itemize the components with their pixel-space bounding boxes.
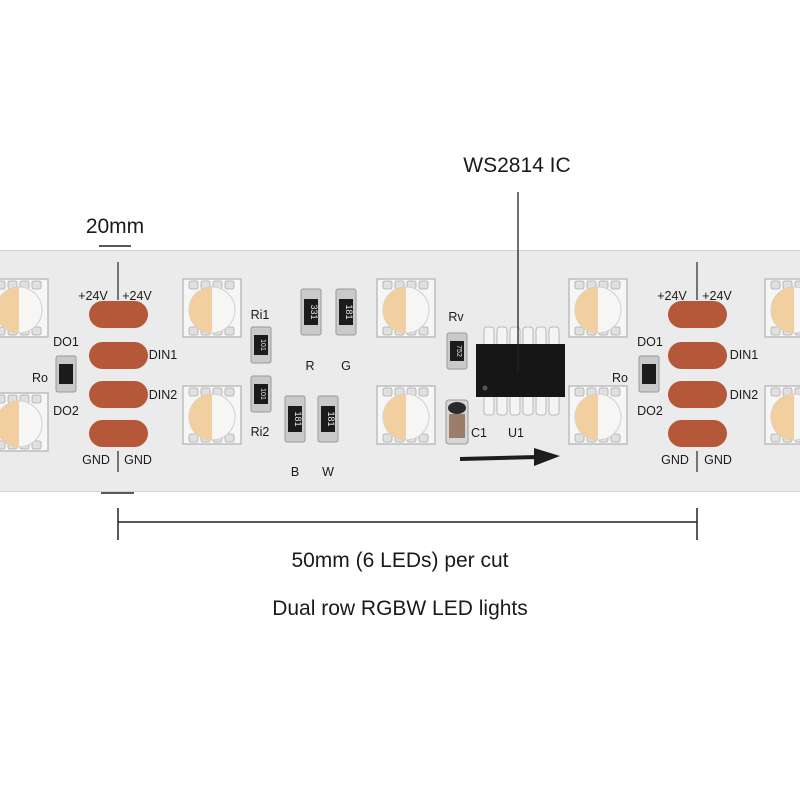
label-b: B [291, 465, 299, 479]
label-plus24-right: +24V [657, 289, 687, 303]
label-do1-left: DO1 [53, 335, 79, 349]
pad-width-label: 20mm [86, 215, 144, 238]
label-w: W [322, 465, 334, 479]
cut-length-dimension [117, 508, 698, 540]
ic-callout-label: WS2814 IC [463, 154, 570, 177]
label-rv: Rv [448, 310, 464, 324]
pad-din1-right [668, 342, 727, 369]
pad-24v-right [668, 301, 727, 328]
pad-din2-right [668, 381, 727, 408]
led-right-bottom [764, 385, 800, 445]
label-din2-right: DIN2 [730, 388, 759, 402]
label-gnd-left: GND [82, 453, 110, 467]
code-g: 181 [344, 304, 354, 319]
code-ri2: 101 [259, 388, 266, 400]
data-direction-arrow [459, 448, 560, 466]
label-ro-left: Ro [32, 371, 48, 385]
pad-din2-left [89, 381, 148, 408]
led-left-bottom [0, 392, 49, 452]
label-gnd-right-b: GND [704, 453, 732, 467]
code-r: 331 [309, 304, 319, 319]
code-b: 181 [293, 411, 303, 426]
label-ro-right: Ro [612, 371, 628, 385]
led-2-bottom [376, 385, 436, 445]
capacitor-c1 [445, 399, 469, 445]
label-din2-left: DIN2 [149, 388, 178, 402]
label-plus24-right-b: +24V [702, 289, 732, 303]
led-3-bottom [568, 385, 628, 445]
pad-24v-left [89, 301, 148, 328]
label-gnd-left-b: GND [124, 453, 152, 467]
led-1-bottom [182, 385, 242, 445]
label-din1-right: DIN1 [730, 348, 759, 362]
label-c1: C1 [471, 426, 487, 440]
code-ri1: 101 [259, 339, 266, 351]
code-w: 181 [326, 411, 336, 426]
label-u1: U1 [508, 426, 524, 440]
description-label: Dual row RGBW LED lights [272, 597, 528, 620]
led-2-top [376, 278, 436, 338]
led-left-top [0, 278, 49, 338]
cut-length-label: 50mm (6 LEDs) per cut [291, 549, 509, 572]
pad-gnd-left [89, 420, 148, 447]
label-g: G [341, 359, 351, 373]
label-do2-left: DO2 [53, 404, 79, 418]
pad-din1-left [89, 342, 148, 369]
label-plus24-left: +24V [78, 289, 108, 303]
label-do1-right: DO1 [637, 335, 663, 349]
pad-gnd-right [668, 420, 727, 447]
ws2814-ic [476, 326, 565, 416]
label-ri1: Ri1 [251, 308, 270, 322]
led-1-top [182, 278, 242, 338]
led-3-top [568, 278, 628, 338]
resistor-ro-right [638, 355, 660, 393]
label-din1-left: DIN1 [149, 348, 178, 362]
code-rv: 752 [455, 345, 462, 357]
label-ri2: Ri2 [251, 425, 270, 439]
led-right-top [764, 278, 800, 338]
label-gnd-right: GND [661, 453, 689, 467]
resistor-ro-left [55, 355, 77, 393]
label-plus24-left-b: +24V [122, 289, 152, 303]
label-do2-right: DO2 [637, 404, 663, 418]
label-r: R [305, 359, 314, 373]
